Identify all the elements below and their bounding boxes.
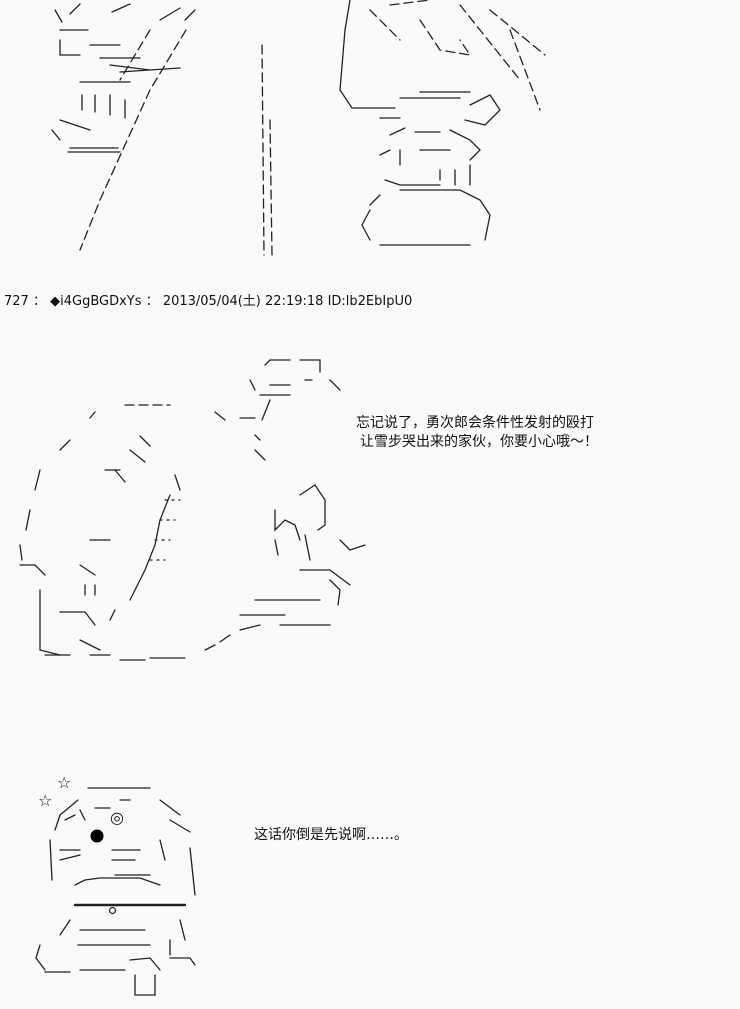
post-date: 2013/05/04(土) bbox=[162, 294, 261, 309]
bottom-character bbox=[35, 787, 196, 996]
poster-id: ID:lb2EbIpU0 bbox=[327, 294, 413, 309]
post-separator: ： bbox=[145, 294, 159, 309]
poster-trip: ◆i4GgBGDxYs bbox=[50, 294, 142, 309]
middle-large-figure bbox=[19, 359, 366, 661]
bell-icon bbox=[108, 906, 117, 915]
top-left-figure bbox=[51, 3, 196, 251]
post-number: 727 bbox=[4, 294, 29, 309]
post-separator: ： bbox=[32, 294, 46, 309]
dialogue-line: 忘记说了，勇次郎会条件性发射的殴打 bbox=[356, 415, 594, 431]
star-icon: ☆ bbox=[57, 773, 72, 792]
top-right-figure bbox=[339, 0, 546, 246]
dialogue-reply: 这话你倒是先说啊……。 bbox=[254, 827, 408, 843]
post-time: 22:19:18 bbox=[265, 294, 324, 309]
star-icon: ☆ bbox=[38, 791, 53, 810]
post-header: 727 ： ◆i4GgBGDxYs ： 2013/05/04(土) 22:19:… bbox=[4, 290, 412, 309]
target-icon: ◎ bbox=[110, 808, 124, 827]
eye-dot-icon bbox=[90, 829, 104, 843]
dialogue-line: 让雪步哭出来的家伙，你要小心哦～！ bbox=[360, 434, 598, 450]
center-lines bbox=[261, 44, 273, 256]
dialogue-warning: 忘记说了，勇次郎会条件性发射的殴打 让雪步哭出来的家伙，你要小心哦～！ bbox=[356, 414, 598, 452]
